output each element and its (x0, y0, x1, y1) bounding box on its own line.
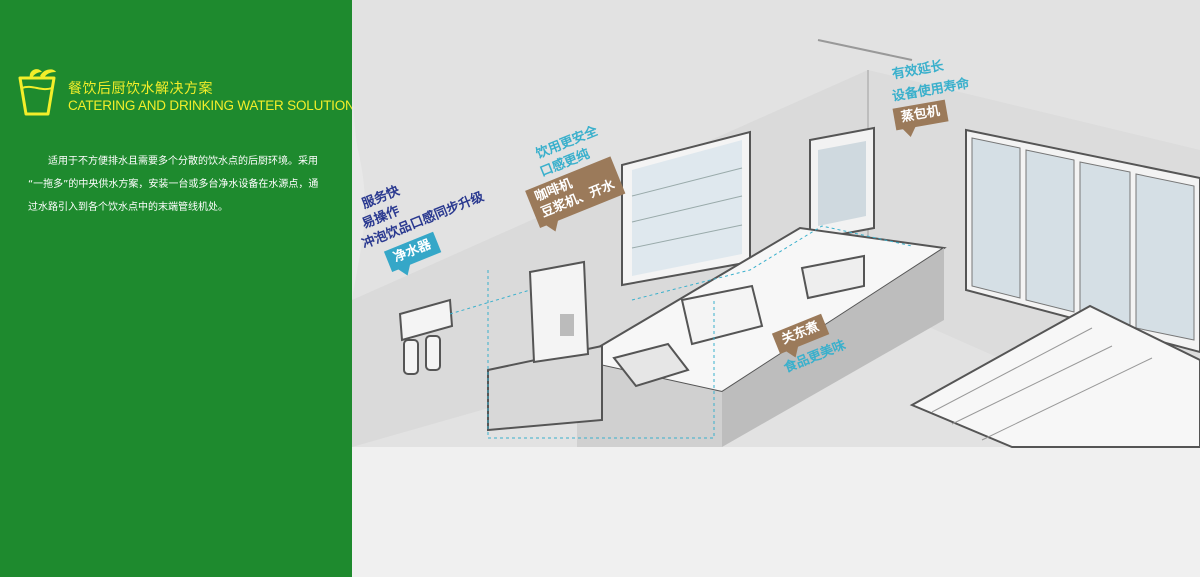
kitchen-illustration: 服务快 易操作 冲泡饮品口感同步升级 净水器 饮用更安全 口感更纯 咖啡机 豆浆… (352, 0, 1200, 577)
water-purifier (398, 298, 454, 375)
coffee-machine (528, 260, 590, 364)
sink (612, 342, 690, 388)
retail-shelf (909, 304, 1200, 448)
fryer (800, 254, 865, 300)
description-line: 适用于不方便排水且需要多个分散的饮水点的后厨环境。采用 (48, 156, 318, 167)
description-line: “一拖多”的中央供水方案，安装一台或多台净水设备在水源点，通 (28, 179, 319, 190)
solution-description: 适用于不方便排水且需要多个分散的饮水点的后厨环境。采用 “一拖多”的中央供水方案… (28, 150, 328, 219)
kitchen-scene-drawing (352, 0, 1200, 577)
solution-title-en: CATERING AND DRINKING WATER SOLUTIONS (68, 98, 364, 113)
cup-with-leaf-icon (18, 69, 56, 116)
water-pipe-line (449, 225, 913, 439)
drink-display-shelf (621, 130, 751, 287)
left-info-panel: 餐饮后厨饮水解决方案 CATERING AND DRINKING WATER S… (0, 0, 364, 577)
description-line: 过水路引入到各个饮水点中的末端管线机处。 (28, 202, 228, 213)
refrigerators (965, 128, 1200, 354)
oden-warmer (680, 284, 764, 346)
steamer-cabinet (809, 126, 875, 242)
solution-title-cn: 餐饮后厨饮水解决方案 (68, 81, 213, 97)
